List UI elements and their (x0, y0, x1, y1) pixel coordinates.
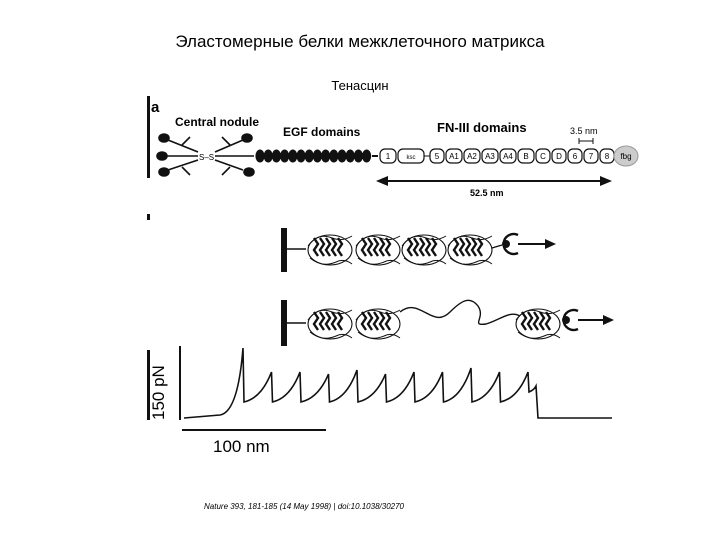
egf-bead (354, 150, 363, 163)
egf-bead (321, 150, 330, 163)
egf-bead (337, 150, 346, 163)
egf-bead (329, 150, 338, 163)
egf-bead (305, 150, 314, 163)
egf-bead (296, 150, 305, 163)
egf-bead (272, 150, 281, 163)
folded-domain-icon (356, 309, 400, 339)
domain-label: 6 (573, 152, 578, 161)
figure-edge-mid (147, 214, 150, 220)
figure-edge-top (147, 96, 150, 178)
domain-label: fbg (620, 152, 631, 161)
afm-schematic-unfolded (281, 300, 614, 346)
folded-domain-icon (356, 235, 400, 265)
sawtooth-trace (184, 348, 612, 418)
domain-label: 7 (589, 152, 594, 161)
size-label-35: 3.5 nm (570, 126, 598, 136)
domain-label: ksc (407, 155, 416, 161)
egf-bead (362, 150, 371, 163)
folded-domain-icon (308, 309, 352, 339)
egf-label: EGF domains (283, 125, 361, 139)
folded-domain-icon (448, 235, 492, 265)
egf-beads (255, 150, 371, 163)
egf-bead (346, 150, 355, 163)
unfolded-chain (400, 300, 520, 324)
domain-label: B (523, 152, 528, 161)
domain-label: 1 (386, 152, 391, 161)
force-scale-label: 150 pN (149, 365, 168, 420)
egf-bead (280, 150, 289, 163)
egf-bead (288, 150, 297, 163)
fn3-domains: 1 ksc 5 A1 A2 A3 A4 B C D 6 7 8 fbg (372, 146, 638, 166)
domain-label: A4 (503, 152, 513, 161)
folded-domain-icon (402, 235, 446, 265)
domain-label: A2 (467, 152, 477, 161)
egf-bead (255, 150, 264, 163)
domain-label: A1 (449, 152, 459, 161)
surface-bar (281, 228, 287, 272)
citation: Nature 393, 181-185 (14 May 1998) | doi:… (204, 502, 404, 511)
length-arrow (376, 176, 612, 186)
fn3-label: FN-III domains (437, 120, 527, 135)
domain-label: D (556, 152, 562, 161)
panel-label: a (151, 99, 160, 116)
egf-bead (264, 150, 273, 163)
afm-schematic-folded (281, 228, 556, 272)
domain-label: 8 (605, 152, 610, 161)
length-label: 52.5 nm (470, 188, 504, 198)
folded-domain-icon (516, 309, 560, 339)
ss-label: S–S (199, 153, 214, 162)
central-nodule-label: Central nodule (175, 115, 259, 129)
domain-label: C (540, 152, 546, 161)
surface-bar (281, 300, 287, 346)
domain-label: 5 (435, 152, 440, 161)
egf-bead (313, 150, 322, 163)
domain-label: A3 (485, 152, 495, 161)
folded-domain-icon (308, 235, 352, 265)
distance-scale-label: 100 nm (213, 437, 270, 456)
